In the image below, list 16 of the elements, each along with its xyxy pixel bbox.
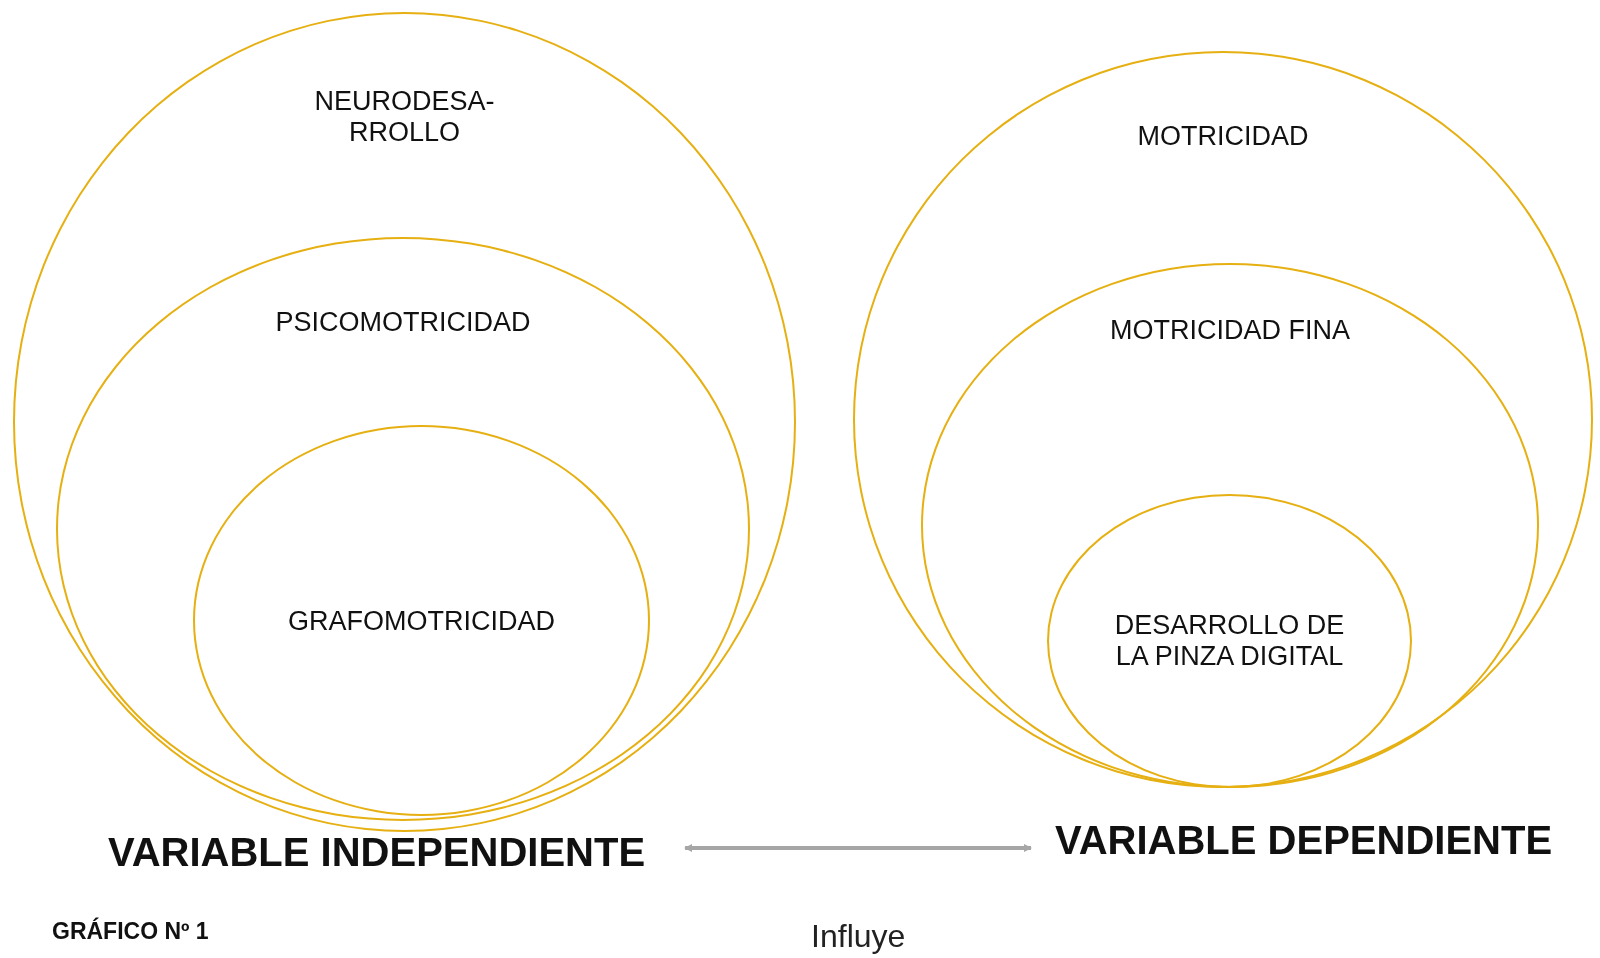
variable-heading: VARIABLE INDEPENDIENTE <box>108 830 646 875</box>
concept-label: PSICOMOTRICIDAD <box>274 307 532 338</box>
concept-ellipse <box>56 237 750 821</box>
concept-label: NEURODESA- RROLLO <box>313 86 496 148</box>
concept-ellipse <box>921 263 1539 788</box>
concept-ellipse <box>1047 494 1412 788</box>
concept-ellipse <box>13 12 796 832</box>
double-arrow <box>684 844 1032 852</box>
concept-label: MOTRICIDAD <box>1136 121 1310 152</box>
concept-label: GRAFOMOTRICIDAD <box>287 605 556 636</box>
variable-heading: VARIABLE DEPENDIENTE <box>1055 818 1553 863</box>
concept-ellipse <box>193 425 650 816</box>
concept-label: DESARROLLO DE LA PINZA DIGITAL <box>1113 610 1346 672</box>
figure-caption: GRÁFICO Nº 1 <box>52 918 209 945</box>
concept-ellipse <box>853 51 1593 788</box>
concept-label: MOTRICIDAD FINA <box>1110 315 1350 346</box>
